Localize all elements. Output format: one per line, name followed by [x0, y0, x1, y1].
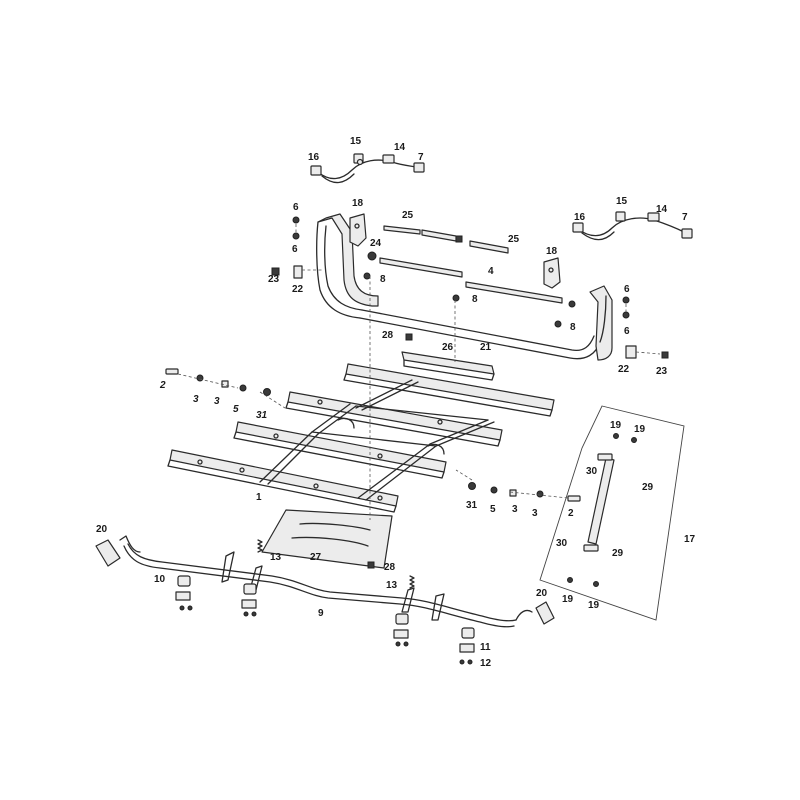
pin-set-right	[468, 482, 581, 502]
foot-pad-20-left	[95, 539, 121, 567]
callout-2: 2	[159, 380, 166, 391]
callout-22: 22	[618, 364, 630, 375]
callout-6: 6	[624, 284, 630, 295]
callout-3: 3	[512, 504, 518, 515]
callout-24: 24	[370, 238, 382, 249]
callout-5: 5	[233, 404, 239, 415]
callout-3: 3	[193, 394, 199, 405]
main-chassis-frame	[167, 363, 555, 513]
skid-plate-27	[261, 509, 393, 569]
callout-8: 8	[380, 274, 386, 285]
callout-5: 5	[490, 504, 496, 515]
callout-29: 29	[612, 548, 624, 559]
callout-28: 28	[384, 562, 396, 573]
callout-12: 12	[480, 658, 492, 669]
callout-18: 18	[546, 246, 558, 257]
callout-9: 9	[318, 608, 324, 619]
callout-21: 21	[480, 342, 492, 353]
callout-10: 10	[154, 574, 166, 585]
gas-strut-17	[539, 405, 685, 621]
pin-set-left	[165, 368, 271, 396]
callout-17: 17	[684, 534, 696, 545]
callout-8: 8	[570, 322, 576, 333]
callout-1: 1	[256, 492, 262, 503]
callout-29: 29	[642, 482, 654, 493]
cable-assembly-right	[572, 211, 693, 241]
callout-7: 7	[418, 152, 424, 163]
callout-7: 7	[682, 212, 688, 223]
rods	[379, 225, 563, 304]
callout-25: 25	[508, 234, 520, 245]
callout-31: 31	[466, 500, 478, 511]
callout-16: 16	[308, 152, 320, 163]
callout-28: 28	[382, 330, 394, 341]
callout-20: 20	[96, 524, 108, 535]
plate-26	[401, 333, 495, 381]
callout-26: 26	[442, 342, 454, 353]
callout-22: 22	[292, 284, 304, 295]
callout-3: 3	[214, 396, 220, 407]
callout-30: 30	[586, 466, 598, 477]
bracket-18-left	[349, 213, 367, 247]
callout-23: 23	[656, 366, 668, 377]
foot-pad-20-right	[535, 601, 555, 625]
callout-6: 6	[292, 244, 298, 255]
callout-14: 14	[394, 142, 406, 153]
callout-27: 27	[310, 552, 322, 563]
callout-20: 20	[536, 588, 548, 599]
callout-4: 4	[488, 266, 494, 277]
callout-14: 14	[656, 204, 668, 215]
rear-frame	[316, 213, 613, 361]
callout-16: 16	[574, 212, 586, 223]
callout-15: 15	[350, 136, 362, 147]
leader-lines	[177, 224, 661, 520]
callout-15: 15	[616, 196, 628, 207]
callout-31: 31	[256, 410, 268, 421]
callout-3: 3	[532, 508, 538, 519]
callout-19: 19	[588, 600, 600, 611]
callout-19: 19	[610, 420, 622, 431]
frame-fasteners	[271, 216, 669, 359]
callout-11: 11	[480, 642, 491, 653]
callout-19: 19	[634, 424, 646, 435]
callout-30: 30	[556, 538, 568, 549]
springs-13	[257, 539, 415, 589]
callout-2: 2	[568, 508, 574, 519]
callout-23: 23	[268, 274, 280, 285]
clamps	[175, 575, 475, 665]
callout-13: 13	[386, 580, 398, 591]
callout-13: 13	[270, 552, 282, 563]
callout-labels: 15 14 16 7 6 18 25 24 6 25 15 14 16 7 18…	[96, 136, 696, 669]
callout-6: 6	[293, 202, 299, 213]
callout-6: 6	[624, 326, 630, 337]
bracket-18-right	[543, 257, 561, 289]
callout-25: 25	[402, 210, 414, 221]
cable-assembly-left	[310, 153, 425, 184]
callout-18: 18	[352, 198, 364, 209]
callout-19: 19	[562, 594, 574, 605]
callout-8: 8	[472, 294, 478, 305]
lower-bar-9	[119, 535, 533, 628]
